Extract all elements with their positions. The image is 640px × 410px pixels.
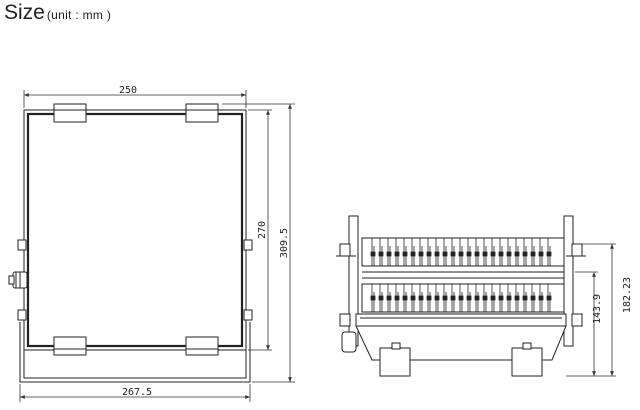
dim-side-total-label: 182.23	[622, 277, 633, 313]
front-body-outline	[23, 109, 247, 351]
bolt-left-upper	[17, 239, 27, 251]
dim-width-bottom-label: 267.5	[122, 387, 152, 398]
side-knob-right-lower	[571, 313, 583, 327]
bolt-right-upper	[243, 239, 253, 251]
side-knob-right-upper	[571, 243, 583, 257]
mounting-bracket	[19, 322, 251, 383]
front-view	[8, 103, 253, 383]
side-knob-left-lower	[339, 313, 351, 327]
dim-height-body-label: 270	[257, 221, 268, 239]
bolt-right-lower	[243, 309, 253, 321]
clip-top-right	[185, 103, 219, 123]
side-cable-gland	[341, 331, 357, 353]
unit-note: (unit : mm )	[46, 8, 112, 22]
clip-bottom-right	[185, 336, 219, 356]
front-dimension-labels: 250 270 309.5 267.5	[119, 85, 290, 398]
side-clip-left	[379, 347, 411, 377]
clip-bottom-left	[53, 336, 87, 356]
side-view	[336, 215, 586, 377]
front-dimensions	[19, 90, 295, 402]
clip-top-left	[53, 103, 87, 123]
title-text: Size	[4, 1, 45, 24]
side-clip-right	[511, 347, 543, 377]
heatsink-lower	[361, 283, 565, 313]
heatsink-upper	[361, 237, 565, 267]
side-dimensions	[566, 243, 616, 377]
dim-height-total-label: 309.5	[279, 228, 290, 258]
dim-width-top-label: 250	[119, 85, 137, 96]
side-knob-left-upper	[339, 243, 351, 257]
page-title: Size(unit : mm )	[4, 0, 111, 28]
side-dimension-labels: 143.9 182.23	[592, 277, 633, 324]
front-glass-panel	[26, 112, 244, 348]
side-bracket-right	[563, 215, 574, 347]
heatsink-fins	[370, 238, 552, 312]
dim-side-lower-label: 143.9	[592, 294, 603, 324]
bolt-left-lower	[17, 309, 27, 321]
